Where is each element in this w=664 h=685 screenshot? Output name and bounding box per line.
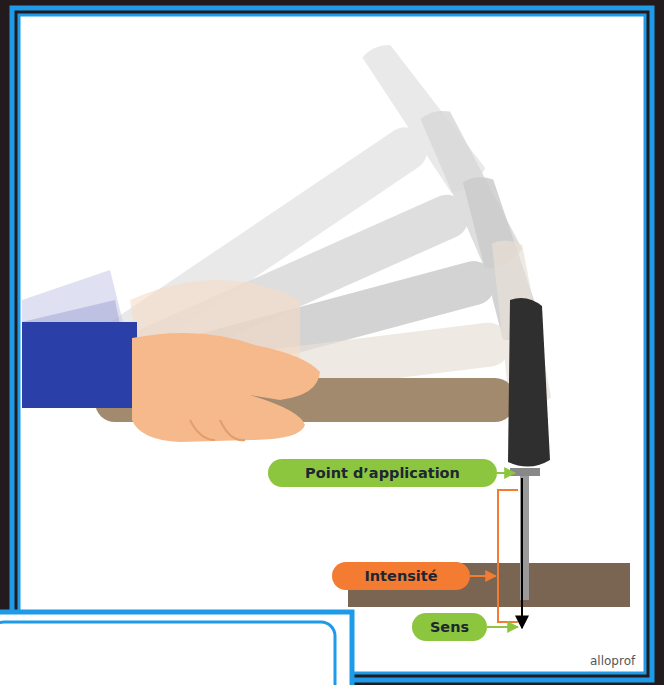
callout-label: Intensité [364, 568, 437, 584]
panel [19, 15, 645, 673]
leader-arrow [470, 575, 496, 577]
frame [12, 8, 652, 680]
force-vector [521, 478, 523, 628]
watermark: alloprof [590, 654, 635, 668]
intensity-bracket [498, 490, 518, 622]
callout-label: Point d’application [305, 465, 460, 481]
callout-label: Sens [430, 619, 469, 635]
overlay-frame [0, 622, 335, 685]
overlay-frame [0, 612, 352, 685]
leader-arrow [487, 626, 518, 628]
callout-pill: Intensité [332, 562, 470, 590]
hammer-head [508, 298, 550, 467]
hand [132, 333, 320, 442]
callout-pill: Sens [412, 613, 487, 641]
leader-arrow [497, 472, 515, 474]
sleeve [22, 322, 137, 408]
callout-pill: Point d’application [268, 459, 497, 487]
